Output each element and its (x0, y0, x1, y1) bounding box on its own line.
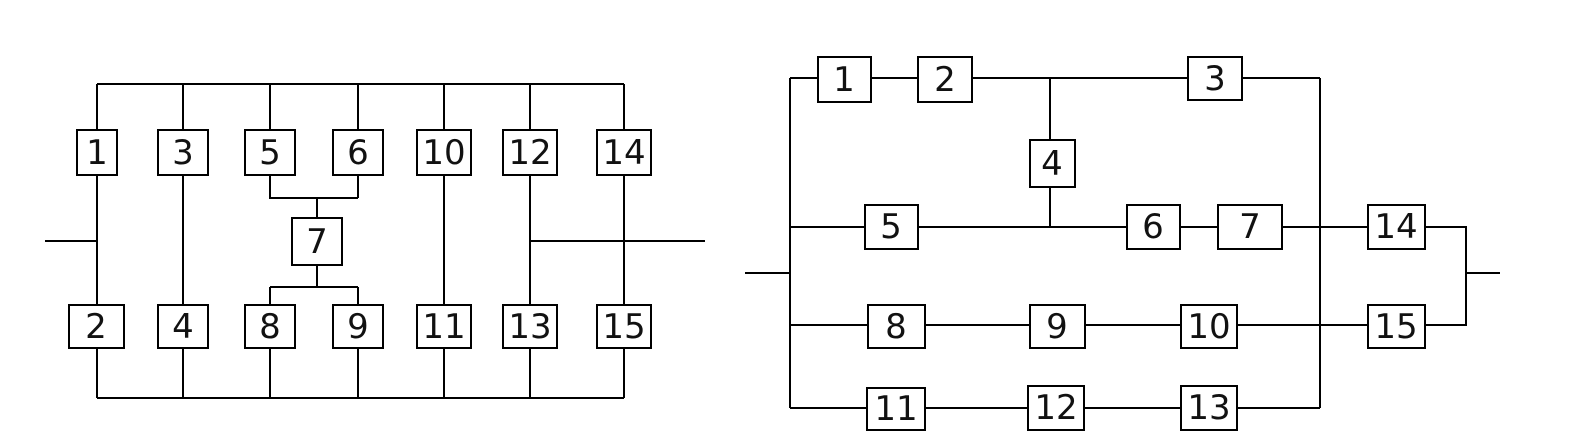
left-wire-5 (269, 84, 358, 199)
right-block-14: 14 (1367, 204, 1426, 250)
left-block-12-label: 12 (508, 133, 551, 173)
right-block-4-label: 4 (1041, 144, 1063, 184)
left-block-7: 7 (291, 217, 343, 266)
left-block-9: 9 (332, 304, 384, 349)
right-block-12: 12 (1027, 385, 1085, 431)
right-block-8: 8 (867, 304, 926, 349)
left-block-12: 12 (502, 129, 558, 176)
left-block-13: 13 (502, 304, 558, 349)
right-block-10-label: 10 (1187, 307, 1230, 347)
left-wire-8-9 (269, 286, 359, 305)
left-block-8: 8 (244, 304, 296, 349)
left-diagram: 1 2 3 4 5 6 7 8 9 10 11 12 13 14 15 (45, 83, 705, 399)
left-block-2: 2 (68, 304, 125, 349)
right-wires (745, 77, 1500, 409)
right-block-14-label: 14 (1374, 207, 1417, 247)
left-block-3-label: 3 (172, 133, 194, 173)
right-block-11-label: 11 (874, 389, 917, 429)
left-block-9-label: 9 (347, 307, 369, 347)
right-blocks: 1 2 3 4 5 6 7 8 9 10 11 12 13 14 15 (817, 56, 1426, 431)
right-block-7-label: 7 (1239, 207, 1261, 247)
right-block-5-label: 5 (880, 207, 902, 247)
right-block-7: 7 (1217, 204, 1283, 250)
right-block-6: 6 (1126, 204, 1181, 250)
right-block-3: 3 (1187, 56, 1243, 101)
right-block-6-label: 6 (1142, 207, 1164, 247)
right-block-1-label: 1 (833, 60, 855, 100)
left-block-10: 10 (416, 129, 472, 176)
left-block-6: 6 (332, 129, 384, 176)
left-block-11-label: 11 (422, 307, 465, 347)
left-blocks: 1 2 3 4 5 6 7 8 9 10 11 12 13 14 15 (68, 129, 652, 349)
right-block-8-label: 8 (885, 307, 907, 347)
right-block-10: 10 (1180, 304, 1238, 349)
left-block-6-label: 6 (347, 133, 369, 173)
right-block-4: 4 (1029, 139, 1076, 188)
right-block-12-label: 12 (1034, 388, 1077, 428)
left-wires (45, 83, 705, 399)
left-block-13-label: 13 (508, 307, 551, 347)
right-block-2: 2 (917, 56, 973, 103)
right-block-9-label: 9 (1046, 307, 1068, 347)
left-block-3: 3 (157, 129, 209, 176)
right-block-11: 11 (866, 387, 926, 431)
left-block-4-label: 4 (172, 307, 194, 347)
right-block-13: 13 (1180, 385, 1238, 431)
left-block-2-label: 2 (85, 307, 107, 347)
right-block-3-label: 3 (1204, 59, 1226, 99)
left-block-7-label: 7 (306, 222, 328, 262)
left-block-15-label: 15 (602, 307, 645, 347)
right-block-15-label: 15 (1374, 307, 1417, 347)
right-diagram: 1 2 3 4 5 6 7 8 9 10 11 12 13 14 15 (745, 56, 1500, 431)
right-block-9: 9 (1029, 304, 1086, 349)
right-block-13-label: 13 (1187, 388, 1230, 428)
left-block-8-label: 8 (259, 307, 281, 347)
left-block-5: 5 (244, 129, 296, 176)
right-block-1: 1 (817, 56, 872, 103)
left-block-5-label: 5 (259, 133, 281, 173)
left-block-10-label: 10 (422, 133, 465, 173)
left-block-4: 4 (157, 304, 209, 349)
right-block-2-label: 2 (934, 60, 956, 100)
right-block-15: 15 (1367, 304, 1426, 349)
left-block-14: 14 (596, 129, 652, 176)
left-block-11: 11 (416, 304, 472, 349)
left-block-14-label: 14 (602, 133, 645, 173)
left-block-1-label: 1 (86, 133, 108, 173)
left-block-15: 15 (596, 304, 652, 349)
right-block-5: 5 (864, 204, 919, 250)
left-block-1: 1 (76, 129, 118, 176)
right-output-stage (1320, 226, 1500, 326)
